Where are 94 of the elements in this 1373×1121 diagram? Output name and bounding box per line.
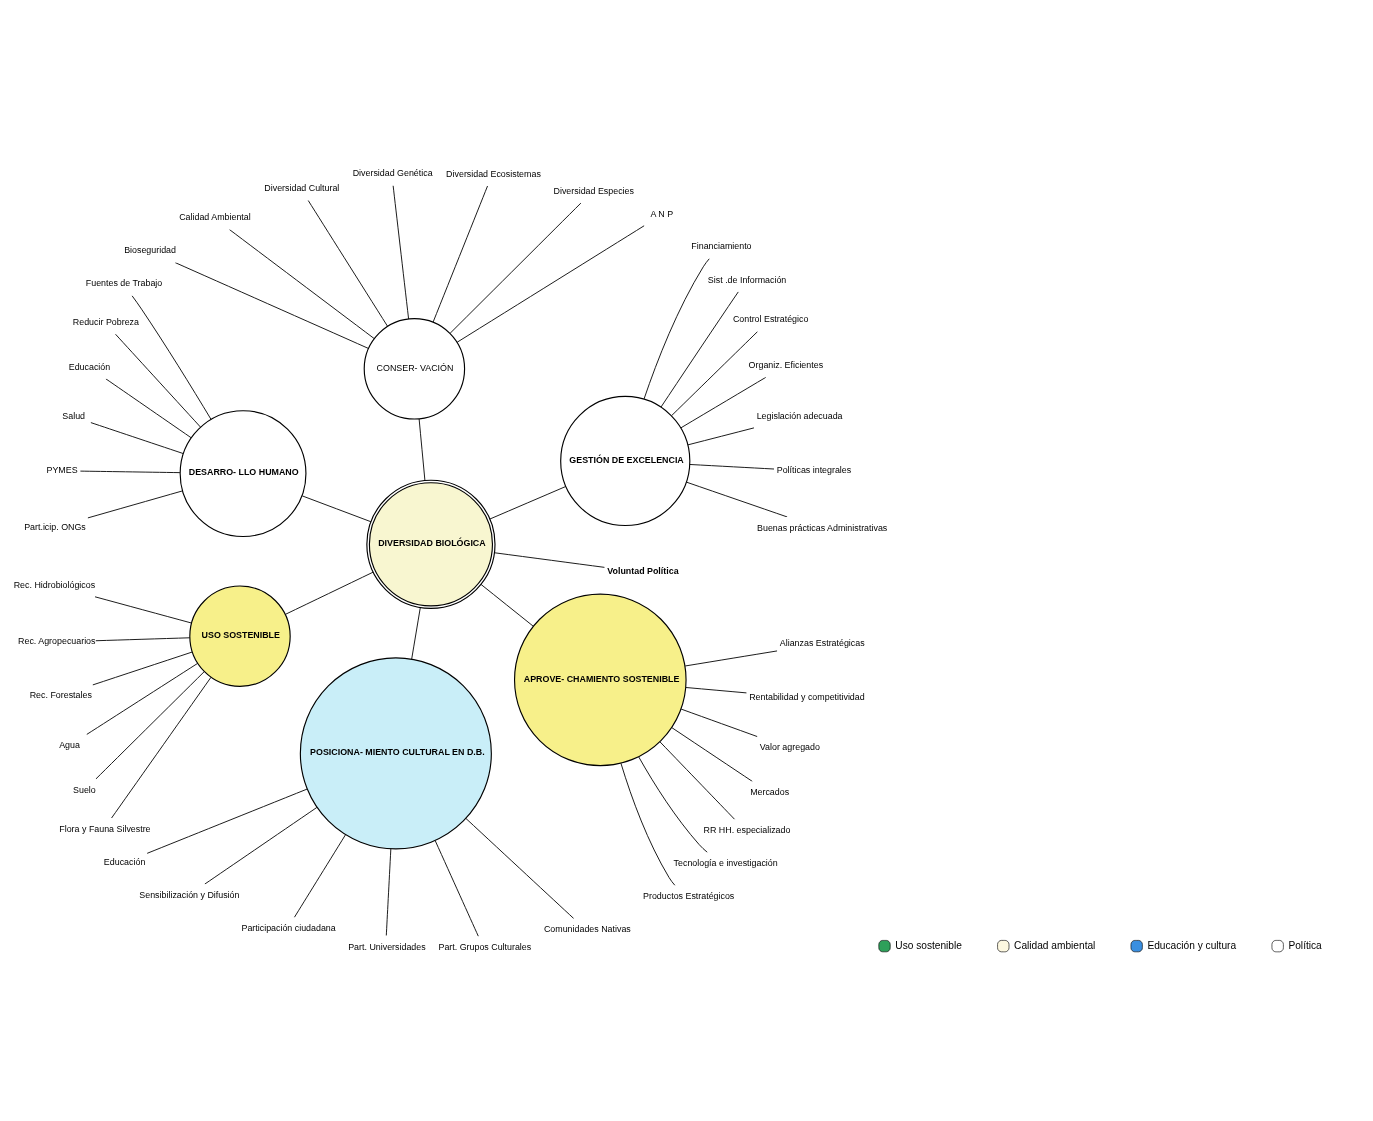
connector — [411, 606, 421, 660]
legend-label: Uso sostenible — [895, 939, 962, 951]
node-circle: GESTIÓN DE EXCELENCIA — [560, 395, 691, 526]
node-text: Productos Estratégicos — [643, 890, 735, 901]
connector — [301, 494, 372, 522]
connector — [620, 762, 676, 886]
node-text: Part. Universidades — [348, 941, 426, 952]
connector — [638, 755, 708, 853]
node-text: Valor agregado — [759, 741, 820, 752]
node-text: Part. Grupos Culturales — [438, 941, 532, 952]
connector — [92, 651, 193, 685]
node-circle: APROVE- CHAMIENTO SOSTENIBLE — [513, 593, 687, 766]
node-text: Comunidades Nativas — [543, 923, 631, 934]
connector — [689, 463, 775, 469]
connector — [86, 662, 199, 735]
node-text: Buenas prácticas Administrativas — [757, 522, 888, 533]
connector — [228, 228, 375, 339]
connector — [687, 426, 755, 445]
node-text: Diversidad Genética — [352, 167, 433, 178]
legend-label: Educación y cultura — [1147, 939, 1237, 951]
node-text: Sist .de Información — [707, 274, 787, 285]
node-text: Calidad Ambiental — [179, 211, 251, 222]
connector — [432, 185, 488, 323]
node-text: Rec. Hidrobiológicos — [13, 579, 96, 590]
node-circle: USO SOSTENIBLE — [189, 584, 291, 687]
node-text: Diversidad Especies — [553, 185, 634, 196]
node-text: Participación ciudadana — [241, 922, 336, 933]
node-text: Tecnología e investigación — [673, 857, 778, 868]
connector — [94, 595, 192, 623]
connector — [685, 686, 748, 693]
connector — [680, 376, 767, 428]
node-circle: POSICIONA- MIENTO CULTURAL EN D.B. — [299, 656, 492, 849]
connector — [293, 833, 346, 918]
node-text: Educación — [103, 856, 146, 867]
node-text: Organiz. Eficientes — [748, 359, 824, 370]
node-text: Part.icip. ONGs — [24, 521, 86, 532]
node-text: Bioseguridad — [124, 244, 176, 255]
connector — [111, 676, 212, 818]
legend-label: Política — [1288, 939, 1322, 951]
node-text: PYMES — [46, 464, 78, 475]
connector — [456, 224, 645, 343]
connector — [146, 788, 308, 854]
node-text: A N P — [650, 208, 674, 219]
connector — [115, 333, 201, 427]
connector — [90, 421, 184, 454]
node-text: RR HH. especializado — [703, 824, 791, 835]
node-text: Políticas integrales — [776, 464, 852, 475]
node-text: Rec. Forestales — [29, 689, 92, 700]
connector — [87, 489, 183, 518]
node-text: Diversidad Cultural — [264, 182, 340, 193]
connector — [434, 839, 479, 937]
connector — [204, 806, 318, 885]
connector — [105, 377, 192, 438]
node-text: Legislación adecuada — [756, 410, 843, 421]
node-text: Diversidad Ecosistemas — [446, 168, 541, 179]
connector — [285, 571, 374, 615]
connector — [489, 485, 567, 520]
node-text: Agua — [59, 739, 80, 750]
connector — [95, 670, 205, 779]
node-text: Rentabilidad y competitividad — [749, 691, 865, 702]
node-circle: DESARRO- LLO HUMANO — [179, 409, 307, 537]
connector — [680, 708, 758, 737]
connector — [131, 294, 212, 420]
node-text: Voluntad Política — [607, 565, 679, 576]
node-text: Rec. Agropecuarios — [18, 635, 96, 646]
connector — [684, 649, 778, 666]
node-text: Reducir Pobreza — [72, 316, 139, 327]
connector — [671, 330, 759, 416]
connector — [493, 551, 606, 568]
node-text: Alianzas Estratégicas — [779, 637, 865, 648]
node-text: Mercados — [750, 786, 790, 797]
connector — [392, 184, 410, 319]
connector — [660, 290, 739, 408]
node-text: Educación — [68, 361, 111, 372]
connector — [418, 417, 426, 481]
node-text: Control Estratégico — [732, 313, 809, 324]
legend-label: Calidad ambiental — [1014, 939, 1096, 951]
connector — [643, 257, 710, 399]
connector — [307, 199, 389, 327]
connector — [465, 817, 575, 919]
node-text: Fuentes de Trabajo — [85, 277, 163, 288]
connector — [659, 740, 736, 820]
connector — [449, 202, 582, 334]
node-circle: CONSER- VACIÓN — [363, 317, 466, 420]
node-text: Suelo — [73, 784, 96, 795]
connector — [174, 261, 369, 349]
node-text: Salud — [62, 410, 86, 421]
connector — [671, 726, 753, 782]
node-text: Flora y Fauna Silvestre — [59, 823, 151, 834]
node-text: Sensibilización y Difusión — [139, 889, 240, 900]
connector — [480, 583, 534, 627]
connector — [385, 847, 392, 936]
node-text: Financiamiento — [691, 240, 752, 251]
connector — [79, 470, 181, 473]
